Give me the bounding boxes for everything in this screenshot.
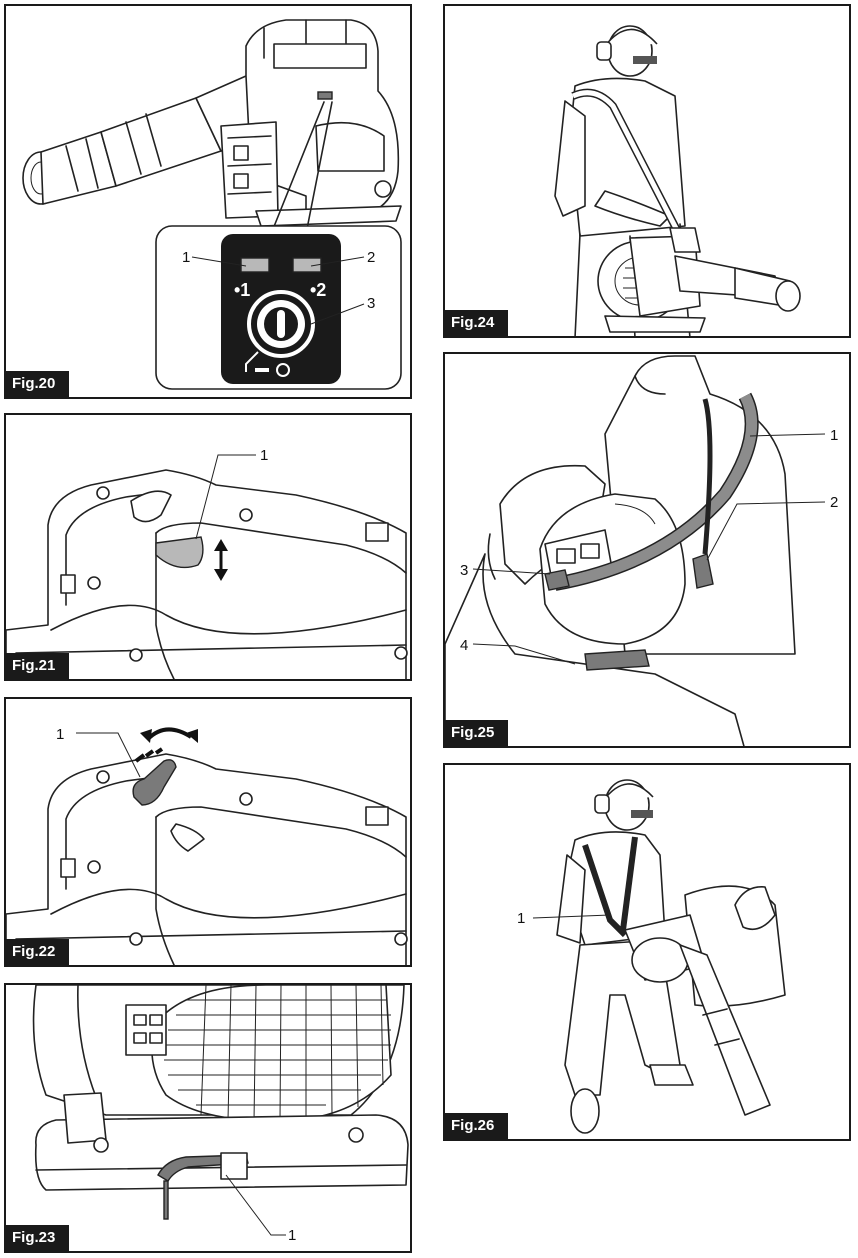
speed-2-indicator-lamp: [292, 257, 322, 273]
speed-1-mark: •1: [234, 280, 250, 300]
fig24-label: Fig.24: [445, 310, 509, 336]
fig20-label: Fig.20: [6, 371, 70, 397]
figure-25: 1 2 3 4 Fig.25: [443, 352, 851, 748]
fig24-operator-with-shoulder-strap: [554, 25, 801, 336]
power-switch-icon: [277, 310, 285, 338]
fig21-callout-1: 1: [260, 447, 268, 464]
strap-hook: [692, 553, 714, 589]
fig22-label: Fig.22: [6, 939, 70, 965]
figure-22: 1 Fig.22: [4, 697, 412, 967]
figure-20: 1 2 3 •1 •2 Fig.20: [4, 4, 412, 399]
fig20-callout-3: 3: [367, 295, 375, 312]
fig25-callout-1: 1: [830, 427, 838, 444]
figure-23: 1 Fig.23: [4, 983, 412, 1253]
speed-control-dial: [132, 759, 177, 806]
fig25-label: Fig.25: [445, 720, 509, 746]
fig21-handle-illustration: 1: [6, 447, 408, 679]
fig23-callout-1: 1: [288, 1227, 296, 1244]
fig25-callout-2: 2: [830, 494, 838, 511]
fig21-label: Fig.21: [6, 653, 70, 679]
fig23-label: Fig.23: [6, 1225, 70, 1251]
blower-and-nozzle: [624, 914, 771, 1116]
fig22-callout-1: 1: [56, 726, 64, 743]
speed-1-indicator-lamp: [240, 257, 270, 273]
fig26-callout-1: 1: [517, 910, 525, 927]
fig25-shoulder-strap-attachment: 1 2 3 4: [445, 355, 838, 746]
fig26-label: Fig.26: [445, 1113, 509, 1139]
fig22-handle-illustration: 1: [6, 726, 408, 965]
fig23-base-illustration: 1: [32, 985, 409, 1244]
fan-grille: [164, 985, 391, 1122]
fig20-callout-2: 2: [367, 249, 375, 266]
figure-24: Fig.24: [443, 4, 851, 338]
figure-21: 1 Fig.21: [4, 413, 412, 681]
fig20-callout-1: 1: [182, 249, 190, 266]
fig25-callout-3: 3: [460, 562, 468, 579]
lock-off-lever: [155, 536, 204, 569]
fig20-blower-illustration: 1 2 3 •1 •2: [22, 19, 402, 390]
fig25-callout-4: 4: [460, 637, 468, 654]
fig26-operator-with-collection-bag: 1: [517, 779, 786, 1134]
shoulder-strap: [554, 393, 758, 590]
blower-unit: [597, 227, 801, 333]
fig20-body: [220, 19, 402, 227]
figure-26: 1 Fig.26: [443, 763, 851, 1141]
fig20-led-panel-inset: [155, 225, 402, 390]
speed-2-mark: •2: [310, 280, 326, 300]
